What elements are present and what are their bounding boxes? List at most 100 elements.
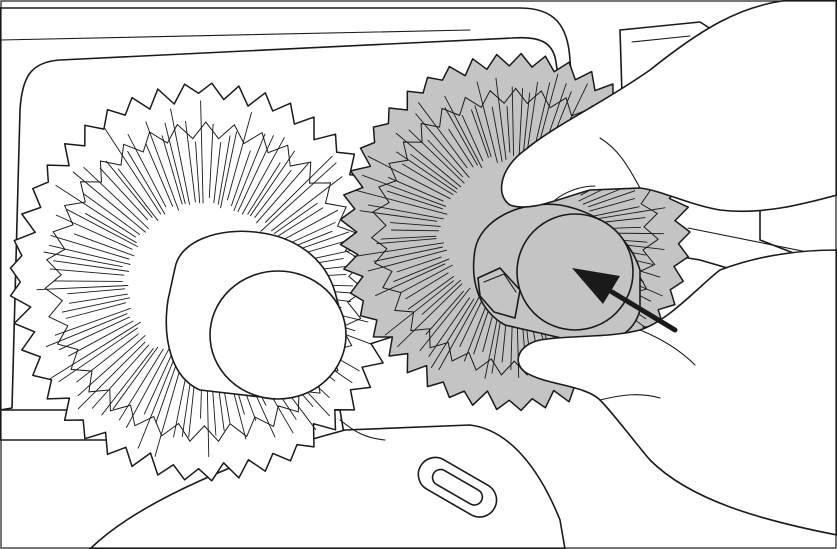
bristle-strand	[589, 197, 636, 212]
bristle-strand	[397, 283, 463, 348]
bristle-strand	[417, 102, 468, 169]
bristle-strand	[84, 212, 137, 244]
bristle-strand	[264, 155, 333, 223]
bristle-strand	[118, 348, 164, 421]
bristle-strand	[53, 280, 123, 282]
bristle-strand	[511, 86, 515, 156]
bristle-strand	[164, 122, 186, 205]
bristle-strand	[525, 81, 539, 158]
bristle-strand	[387, 176, 444, 202]
left-brush-hub	[165, 230, 347, 400]
bristle-strand	[428, 297, 471, 358]
bristle-strand	[425, 290, 464, 335]
bristle-strand	[101, 348, 154, 416]
bristle-strand	[419, 287, 471, 352]
bristle-strand	[36, 285, 129, 291]
left-brush-roller-icon	[9, 82, 401, 482]
bristle-strand	[255, 162, 309, 224]
bristle-strand	[407, 275, 455, 310]
bristle-strand	[438, 295, 481, 371]
bristle-strand	[359, 210, 438, 222]
bristle-strand	[220, 131, 238, 209]
bristle-strand	[104, 128, 162, 215]
bristle-strand	[53, 260, 130, 272]
bristle-strand	[67, 288, 126, 295]
bristle-strand	[55, 214, 133, 250]
bristle-strand	[154, 357, 184, 457]
bristle-strand	[593, 207, 666, 220]
bristle-strand	[588, 190, 636, 208]
bristle-strand	[91, 344, 150, 409]
bristle-strand	[145, 143, 174, 207]
bristle-strand	[68, 320, 134, 357]
bristle-strand	[405, 272, 449, 300]
bristle-strand	[400, 264, 453, 293]
bristle-strand	[249, 150, 296, 217]
bristle-strand	[58, 316, 131, 351]
bristle-strand	[270, 176, 343, 232]
bristle-strand	[217, 135, 231, 205]
bristle-strand	[237, 135, 275, 213]
bristle-strand	[55, 184, 137, 238]
bristle-strand	[476, 81, 498, 163]
bristle-strand	[73, 233, 135, 257]
bristle-strand	[474, 105, 492, 158]
bristle-strand	[421, 279, 462, 315]
bristle-strand	[355, 189, 448, 215]
bristle-strand	[386, 190, 444, 210]
bristle-strand	[254, 169, 292, 218]
bristle-strand	[208, 123, 214, 198]
arrow-up-left-icon	[572, 268, 678, 333]
bristle-strand	[195, 141, 201, 204]
bristle-strand	[430, 298, 475, 369]
oblong-slot-icon	[417, 456, 498, 518]
bristle-strand	[367, 155, 451, 200]
bristle-strand	[233, 133, 266, 212]
bristle-strand	[448, 128, 474, 168]
bristle-strand	[137, 352, 178, 449]
bristle-strand	[112, 346, 159, 410]
bristle-strand	[155, 358, 179, 424]
bristle-strand	[463, 301, 488, 362]
bristle-strand	[368, 204, 444, 220]
bristle-strand	[415, 113, 470, 178]
bristle-strand	[461, 114, 484, 162]
bristle-strand	[69, 293, 128, 304]
bristle-strand	[522, 92, 531, 158]
bristle-strand	[391, 229, 440, 232]
bristle-strand	[58, 327, 139, 383]
bristle-strand	[395, 132, 462, 188]
bristle-strand	[83, 193, 141, 236]
bristle-strand	[427, 139, 464, 178]
bristle-strand	[77, 334, 146, 397]
bristle-strand	[410, 153, 458, 190]
bristle-strand	[376, 238, 437, 245]
bristle-strand	[170, 108, 191, 205]
bristle-strand	[470, 109, 489, 158]
bristle-strand	[459, 295, 485, 348]
bristle-strand	[444, 95, 483, 169]
bristle-strand	[48, 321, 141, 380]
bristle-strand	[273, 202, 318, 235]
bristle-strand	[127, 150, 166, 215]
bristle-strand	[495, 77, 507, 160]
bristle-strand	[273, 207, 324, 240]
bristle-strand	[375, 263, 446, 297]
bristle-strand	[260, 162, 337, 232]
bristle-strand	[185, 120, 196, 203]
bristle-strand	[393, 258, 450, 283]
bristle-strand	[99, 167, 149, 221]
bristle-strand	[401, 163, 454, 196]
bristle-strand	[161, 135, 183, 205]
bristle-strand	[76, 333, 139, 383]
bristle-strand	[408, 129, 465, 184]
bristle-strand	[384, 280, 454, 336]
bristle-strand	[72, 171, 146, 233]
bristle-strand	[125, 348, 170, 429]
bristle-strand	[61, 297, 131, 313]
bristle-strand	[506, 106, 511, 153]
bristle-strand	[353, 242, 444, 257]
bristle-strand	[396, 151, 457, 193]
bristle-strand	[45, 313, 128, 348]
